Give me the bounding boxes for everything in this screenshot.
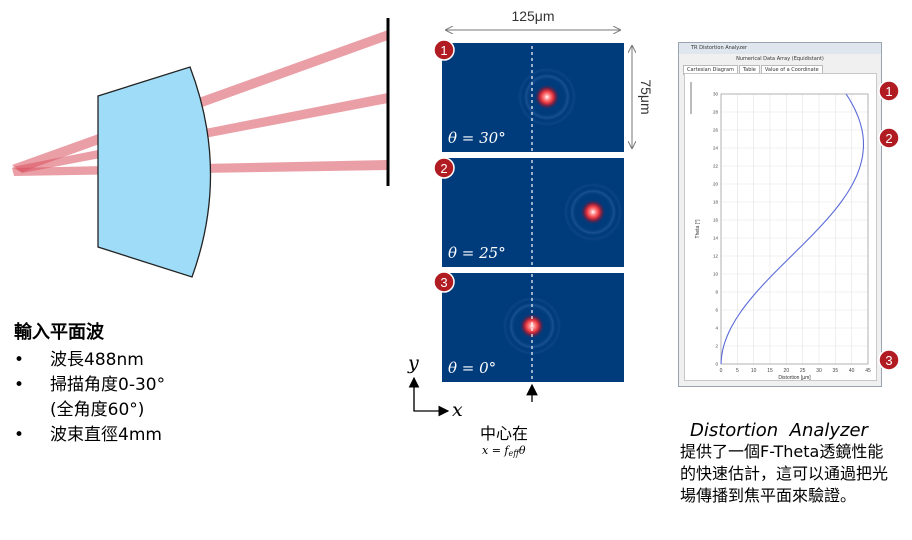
axis-x-label: x <box>452 399 463 421</box>
input-title: 輸入平面波 <box>14 322 104 343</box>
x-tick-label: 0 <box>720 368 723 374</box>
y-tick-label: 10 <box>713 272 719 277</box>
spot-badge-1: 1 <box>433 39 455 61</box>
axis-triad <box>413 378 450 417</box>
x-tick-label: 25 <box>800 368 806 374</box>
y-axis-label: Theta [°] <box>695 219 701 239</box>
svg-text:3: 3 <box>440 275 447 290</box>
y-tick-label: 6 <box>715 308 718 313</box>
spot-panel-2 <box>442 158 624 267</box>
angle-label-0: θ = 0° <box>448 359 496 377</box>
svg-text:1: 1 <box>440 43 447 58</box>
center-formula: x = feffθ <box>482 444 526 458</box>
height-dimension-label: 75μm <box>638 79 654 114</box>
analyzer-window: TR Distortion Analyzer Numerical Data Ar… <box>678 42 882 387</box>
x-tick-label: 15 <box>767 368 773 374</box>
y-tick-label: 12 <box>713 254 719 259</box>
x-tick-label: 45 <box>865 368 871 374</box>
bullet-full-angle: (全角度60°) <box>50 400 145 420</box>
y-tick-label: 14 <box>713 236 719 241</box>
width-dimension-label: 125μm <box>511 8 554 24</box>
spot-panel-1 <box>442 43 624 152</box>
bullet-scan-angle: •掃描角度0-30° <box>14 375 166 395</box>
spot-panel-3 <box>442 273 624 382</box>
x-axis-label: Distortion [µm] <box>778 375 811 380</box>
lens-diagram <box>12 18 390 278</box>
angle-label-25: θ = 25° <box>448 244 506 262</box>
svg-text:2: 2 <box>440 161 447 176</box>
y-tick-label: 18 <box>713 200 719 205</box>
y-tick-label: 2 <box>715 344 718 349</box>
bullet-wavelength: •波長488nm <box>14 350 144 370</box>
y-tick-label: 26 <box>713 128 719 133</box>
distortion-curve <box>720 93 865 365</box>
x-tick-label: 10 <box>751 368 757 374</box>
axis-y-label: y <box>407 352 419 374</box>
angle-label-30: θ = 30° <box>448 129 506 147</box>
analyzer-titlebar: TR Distortion Analyzer <box>679 43 881 54</box>
spot-badge-2: 2 <box>433 157 455 179</box>
caption-body: 提供了一個F-Theta透鏡性能的快速估計，這可以通過把光場傳播到焦平面來驗證。 <box>680 442 889 505</box>
x-tick-label: 30 <box>816 368 822 374</box>
y-tick-label: 16 <box>713 218 719 223</box>
x-tick-label: 35 <box>833 368 839 374</box>
y-tick-label: 30 <box>713 92 719 97</box>
y-tick-label: 28 <box>713 110 719 115</box>
center-label: 中心在 <box>480 424 529 443</box>
plot-frame <box>720 93 869 365</box>
y-tick-label: 24 <box>713 146 719 151</box>
x-tick-label: 5 <box>736 368 739 374</box>
y-tick-label: 8 <box>715 290 718 295</box>
y-tick-label: 4 <box>715 326 718 331</box>
x-tick-label: 20 <box>784 368 790 374</box>
bullet-beam-diameter: •波束直徑4mm <box>14 425 162 445</box>
caption-title: Distortion Analyzer <box>690 420 868 441</box>
analyzer-subtitle: Numerical Data Array (Equidistant) <box>736 56 824 62</box>
y-tick-label: 20 <box>713 182 719 187</box>
spot-badge-3: 3 <box>433 271 455 293</box>
lens-shape <box>97 66 212 278</box>
x-tick-label: 40 <box>849 368 855 374</box>
y-tick-label: 0 <box>715 362 718 367</box>
y-tick-label: 22 <box>713 164 719 169</box>
